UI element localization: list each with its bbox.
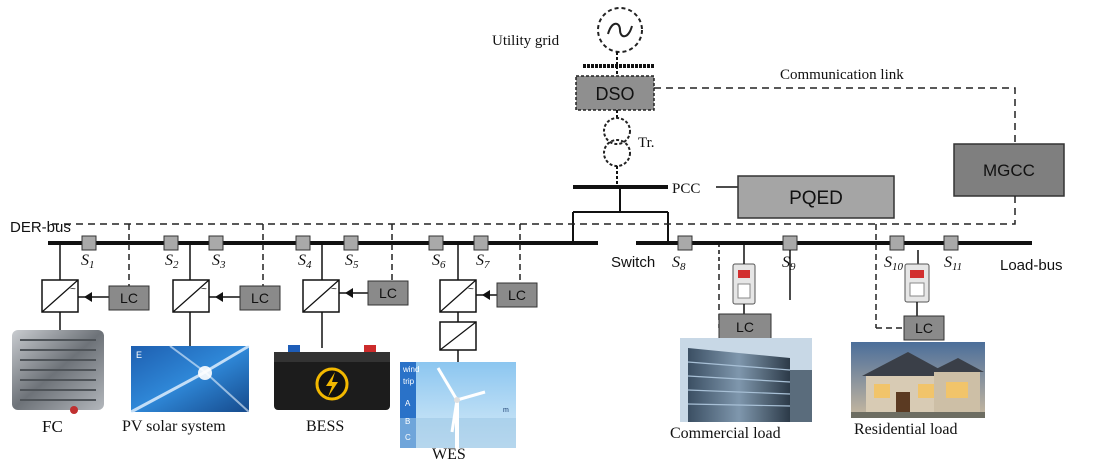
pv-panel-image: E [130, 344, 250, 414]
wes-label: WES [432, 446, 466, 461]
svg-text:wind: wind [402, 365, 419, 374]
communication-link-line [654, 87, 1016, 144]
lc-wes [496, 282, 538, 308]
switch-s8[interactable] [677, 235, 693, 251]
lc-pv [239, 285, 281, 311]
label-s1: S1 [81, 252, 95, 271]
pqed-label: PQED [789, 188, 843, 209]
lc-pv-label: LC [251, 290, 269, 306]
lc-bess [367, 280, 409, 306]
svg-text:~: ~ [201, 284, 207, 295]
label-s4: S4 [298, 252, 312, 271]
residential-load-label: Residential load [854, 421, 958, 438]
label-s9: S9 [782, 254, 796, 273]
label-s6: S6 [432, 252, 446, 271]
communication-link-label: Communication link [780, 67, 904, 83]
converter-wes-dc-dc [439, 321, 477, 351]
switch-s9[interactable] [782, 235, 798, 251]
breaker-residential [904, 263, 930, 303]
pqed-box [737, 175, 895, 219]
commercial-load-label: Commercial load [670, 425, 781, 442]
residential-house-image [851, 342, 985, 418]
switch-s1[interactable] [81, 235, 97, 251]
label-s8: S8 [672, 254, 686, 273]
switch-s11[interactable] [943, 235, 959, 251]
label-s11: S11 [944, 254, 962, 273]
utility-grid-source [597, 7, 643, 53]
switch-s10[interactable] [889, 235, 905, 251]
label-s10: S10 [884, 254, 904, 273]
lc-commercial [718, 313, 772, 341]
fuel-cell-image [12, 330, 104, 414]
lc-bess-label: LC [379, 285, 397, 301]
switch-s7[interactable] [473, 235, 489, 251]
load-bus-label: Load-bus [1000, 257, 1063, 274]
label-s2: S2 [165, 252, 179, 271]
pv-label: PV solar system [122, 418, 226, 435]
utility-grid-label: Utility grid [492, 33, 560, 49]
lc-wes-label: LC [508, 287, 526, 303]
converter-pv: ~ [172, 279, 210, 313]
switch-label: Switch [611, 254, 655, 271]
label-s7: S7 [476, 252, 490, 271]
switch-s4[interactable] [295, 235, 311, 251]
lc-fc-label: LC [120, 290, 138, 306]
ac-symbol: ~ [70, 284, 76, 295]
transformer-symbol [603, 117, 631, 167]
switch-s5[interactable] [343, 235, 359, 251]
switch-s2[interactable] [163, 235, 179, 251]
lc-residential-label: LC [915, 320, 933, 336]
lc-fc [108, 285, 150, 311]
converter-wes-ac-dc: ~ [439, 279, 477, 313]
pv-panel-mark: E [136, 350, 142, 360]
svg-text:~: ~ [468, 284, 474, 295]
switch-s6[interactable] [428, 235, 444, 251]
transformer-label: Tr. [638, 135, 655, 151]
svg-text:B: B [405, 417, 410, 426]
svg-text:~: ~ [331, 284, 337, 295]
bess-label: BESS [306, 418, 344, 435]
switch-s3[interactable] [208, 235, 224, 251]
wind-turbine-image: wind trip A B C m [400, 362, 516, 448]
mgcc-box [953, 143, 1065, 197]
converter-fc: ~ [41, 279, 79, 313]
svg-text:trip: trip [403, 377, 415, 386]
dso-box [575, 75, 655, 111]
fc-label: FC [42, 417, 63, 436]
commercial-building-image [680, 338, 812, 422]
lc-residential [903, 315, 945, 341]
mgcc-label: MGCC [983, 161, 1035, 180]
pcc-label: PCC [672, 181, 700, 197]
dso-label: DSO [595, 84, 634, 104]
svg-text:A: A [405, 399, 411, 408]
breaker-commercial [732, 263, 756, 305]
svg-text:m: m [503, 407, 509, 414]
converter-bess: ~ [302, 279, 340, 313]
battery-image [274, 345, 390, 410]
control-signal-bus [48, 196, 1016, 225]
label-s3: S3 [212, 252, 226, 271]
lc-commercial-label: LC [736, 319, 754, 335]
der-bus-label: DER-bus [10, 219, 71, 236]
label-s5: S5 [345, 252, 359, 271]
lightning-icon [326, 372, 338, 397]
svg-text:C: C [405, 433, 411, 442]
